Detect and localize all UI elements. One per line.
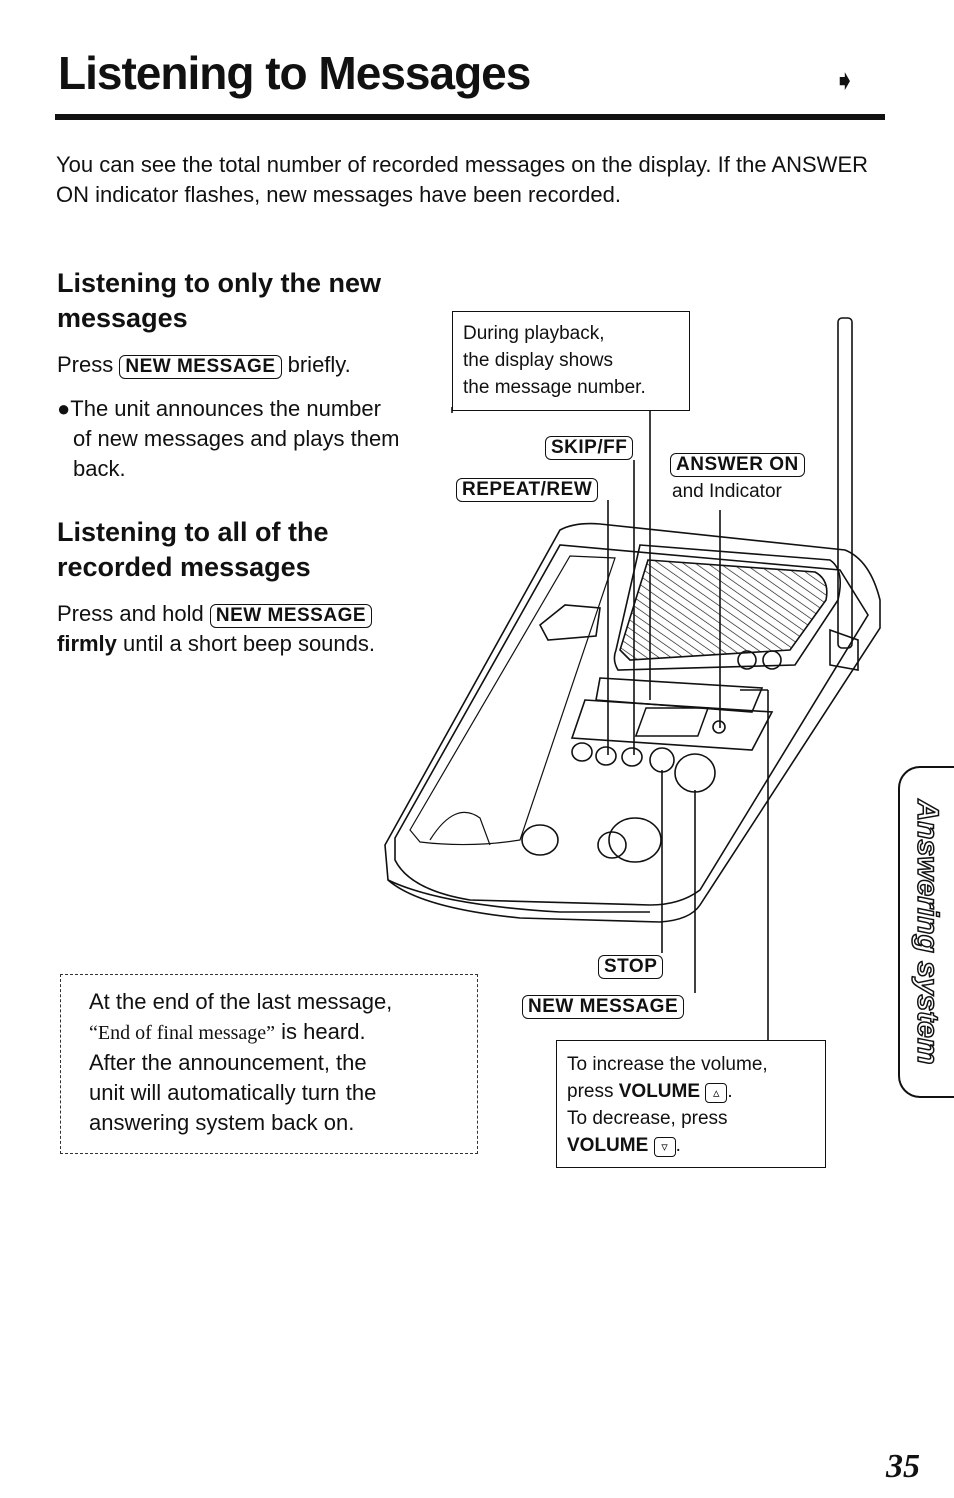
press-hold-instruction: Press and hold NEW MESSAGE firmly until …	[57, 599, 437, 659]
volume-down-line: VOLUME ▿.	[567, 1135, 681, 1157]
new-message-key-label: NEW MESSAGE	[522, 995, 685, 1019]
callout-line: the message number.	[463, 377, 646, 398]
announcement-quote: “End of final message”	[89, 1022, 276, 1044]
and-indicator-label: and Indicator	[672, 481, 782, 502]
intro-paragraph: You can see the total number of recorded…	[56, 152, 869, 207]
callout-line: To decrease, press	[567, 1108, 728, 1129]
volume-up-line: press VOLUME ▵.	[567, 1081, 733, 1103]
page-title: Listening to Messages	[58, 47, 531, 99]
heading-line: Listening to only the new	[57, 268, 381, 298]
heard-label: is heard.	[281, 1019, 366, 1044]
beep-label: until a short beep sounds.	[123, 631, 375, 656]
press-hold-label: Press and hold	[57, 601, 204, 626]
section-heading-all-messages: Listening to all of the recorded message…	[57, 515, 329, 585]
callout-line: the display shows	[463, 350, 613, 371]
new-message-key: NEW MESSAGE	[119, 355, 282, 379]
volume-callout: To increase the volume, press VOLUME ▵. …	[556, 1040, 826, 1168]
note-line: After the announcement, the	[89, 1050, 367, 1075]
section-side-tab	[898, 766, 954, 1098]
note-line: answering system back on.	[89, 1110, 355, 1135]
volume-label: VOLUME	[567, 1135, 649, 1156]
continue-arrow-icon: ➧	[833, 65, 857, 96]
press-new-message-instruction: Press NEW MESSAGE briefly.	[57, 350, 351, 380]
callout-line: To increase the volume,	[567, 1054, 768, 1075]
volume-up-icon: ▵	[705, 1083, 728, 1103]
display-callout: During playback, the display shows the m…	[452, 311, 690, 411]
callout-line: During playback,	[463, 323, 605, 344]
briefly-label: briefly.	[287, 352, 351, 377]
side-tab-label: Answering system	[910, 799, 945, 1066]
end-of-messages-note: At the end of the last message, “End of …	[60, 974, 478, 1154]
note-line: unit will automatically turn the	[89, 1080, 377, 1105]
volume-label: VOLUME	[618, 1081, 701, 1102]
bullet-line: ●The unit announces the number	[57, 396, 381, 421]
repeat-rew-key: REPEAT/REW	[456, 478, 599, 502]
bullet-line: back.	[73, 456, 126, 481]
stop-key: STOP	[598, 955, 664, 979]
announce-bullet: ●The unit announces the number of new me…	[57, 394, 400, 484]
title-rule	[55, 114, 885, 120]
heading-line: messages	[57, 303, 188, 333]
heading-line: recorded messages	[57, 552, 311, 582]
heading-line: Listening to all of the	[57, 517, 329, 547]
press-label: Press	[57, 352, 114, 377]
bullet-line: of new messages and plays them	[73, 426, 400, 451]
note-line: At the end of the last message,	[89, 989, 393, 1014]
new-message-key: NEW MESSAGE	[209, 604, 373, 628]
press-label: press	[567, 1081, 614, 1102]
skip-ff-key: SKIP/FF	[545, 436, 634, 460]
note-line: “End of final message” is heard.	[89, 1017, 461, 1048]
section-heading-new-messages: Listening to only the new messages	[57, 266, 381, 336]
page-number: 35	[886, 1448, 920, 1485]
answer-on-key: ANSWER ON	[670, 453, 805, 477]
volume-down-icon: ▿	[653, 1137, 676, 1157]
firmly-label: firmly	[57, 631, 117, 656]
